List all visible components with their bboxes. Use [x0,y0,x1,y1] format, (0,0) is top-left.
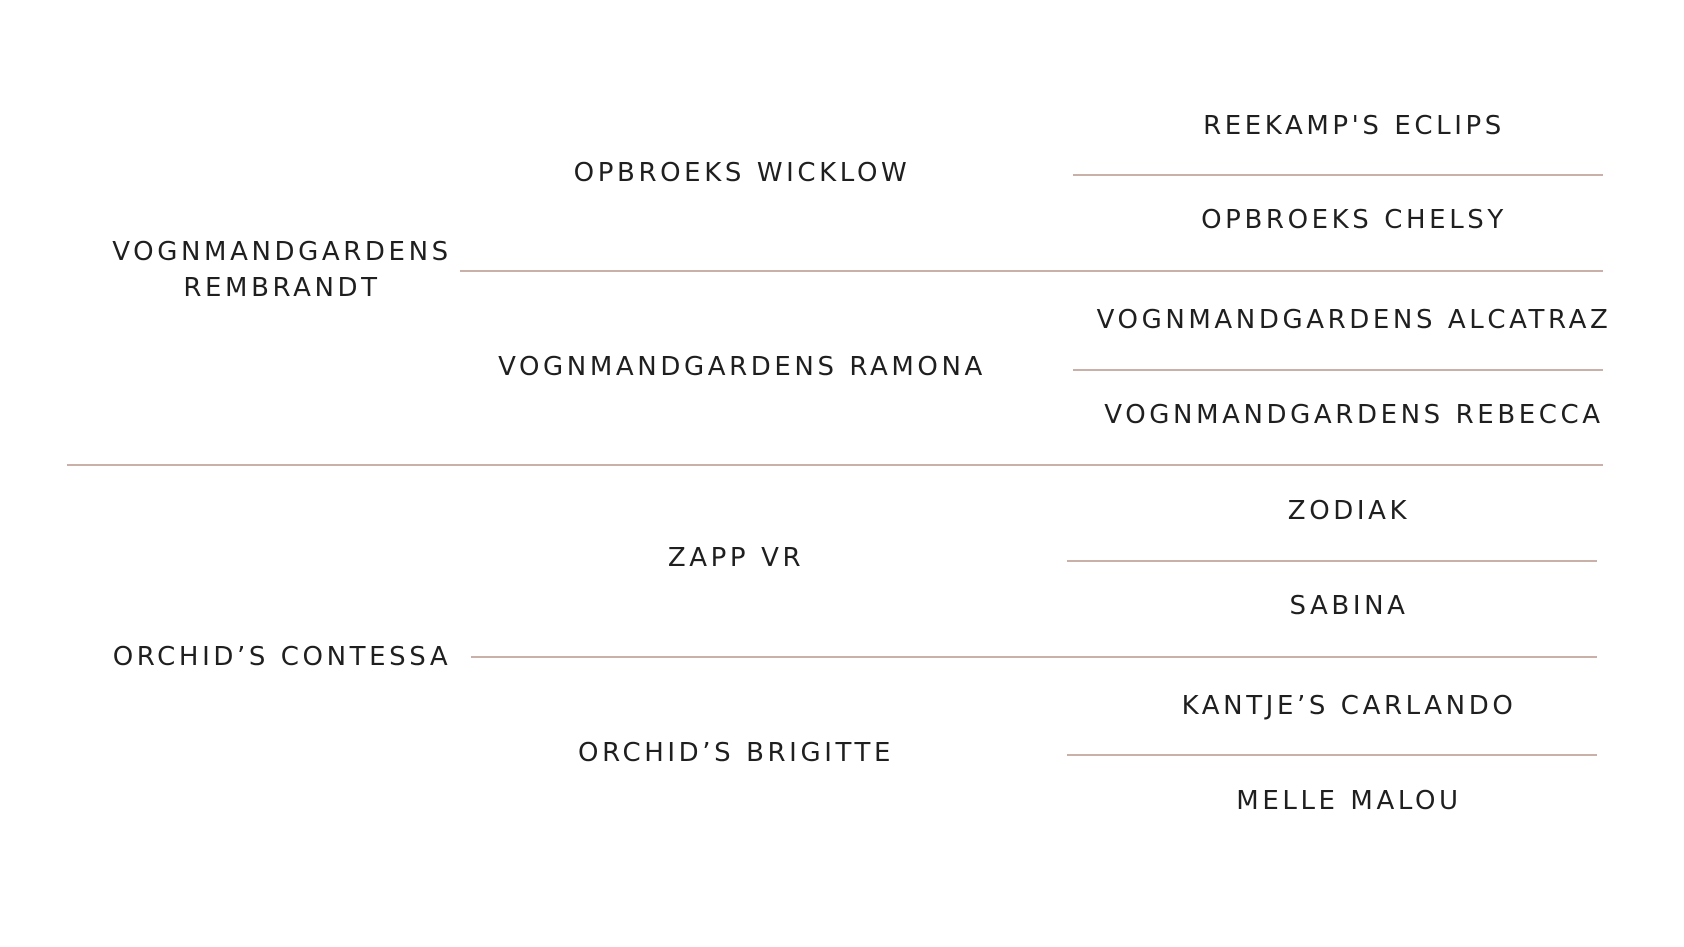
dam-name: ORCHID’S CONTESSA [112,642,452,672]
great-grandparent-name: VOGNMANDGARDENS ALCATRAZ [1096,305,1612,335]
divider-line [1067,754,1597,756]
sire-name: VOGNMANDGARDENS REMBRANDT [112,237,452,303]
divider-line [460,270,1603,272]
divider-line [1073,174,1603,176]
divider-line [1067,560,1597,562]
divider-line [471,656,1597,658]
great-grandparent-name: SABINA [1289,591,1409,621]
maternal-granddam-name: ORCHID’S BRIGITTE [578,738,894,768]
great-grandparent-name: OPBROEKS CHELSY [1201,205,1507,235]
paternal-granddam-name: VOGNMANDGARDENS RAMONA [498,352,986,382]
great-grandparent-name: ZODIAK [1287,496,1411,526]
maternal-grandsire-name: ZAPP VR [667,543,805,573]
great-grandparent-name: KANTJE’S CARLANDO [1181,691,1517,721]
great-grandparent-name: REEKAMP'S ECLIPS [1203,111,1505,141]
great-grandparent-name: MELLE MALOU [1236,786,1462,816]
divider-line [67,464,1603,466]
great-grandparent-name: VOGNMANDGARDENS REBECCA [1104,400,1604,430]
paternal-grandsire-name: OPBROEKS WICKLOW [573,158,911,188]
divider-line [1073,369,1603,371]
